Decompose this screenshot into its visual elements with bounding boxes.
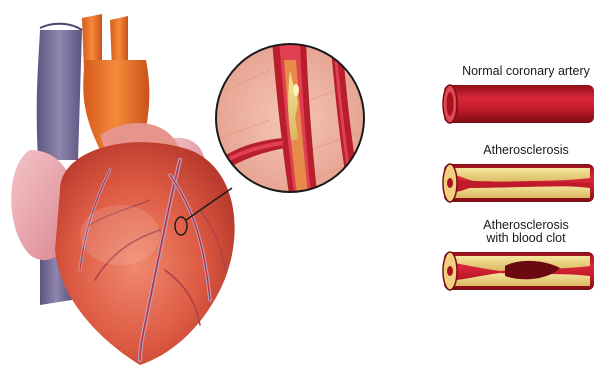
label-atherosclerosis-clot: Atherosclerosis with blood clot — [440, 219, 612, 245]
label-atherosclerosis: Atherosclerosis — [440, 144, 612, 157]
atherosclerosis-tube — [443, 164, 594, 202]
label-clot-line2: with blood clot — [440, 232, 612, 245]
normal-artery-tube — [443, 85, 594, 123]
label-normal-artery: Normal coronary artery — [440, 65, 612, 78]
heart — [11, 14, 234, 365]
vena-cava — [37, 30, 82, 160]
magnified-artery — [215, 40, 365, 200]
blood-clot-tube — [443, 252, 594, 290]
